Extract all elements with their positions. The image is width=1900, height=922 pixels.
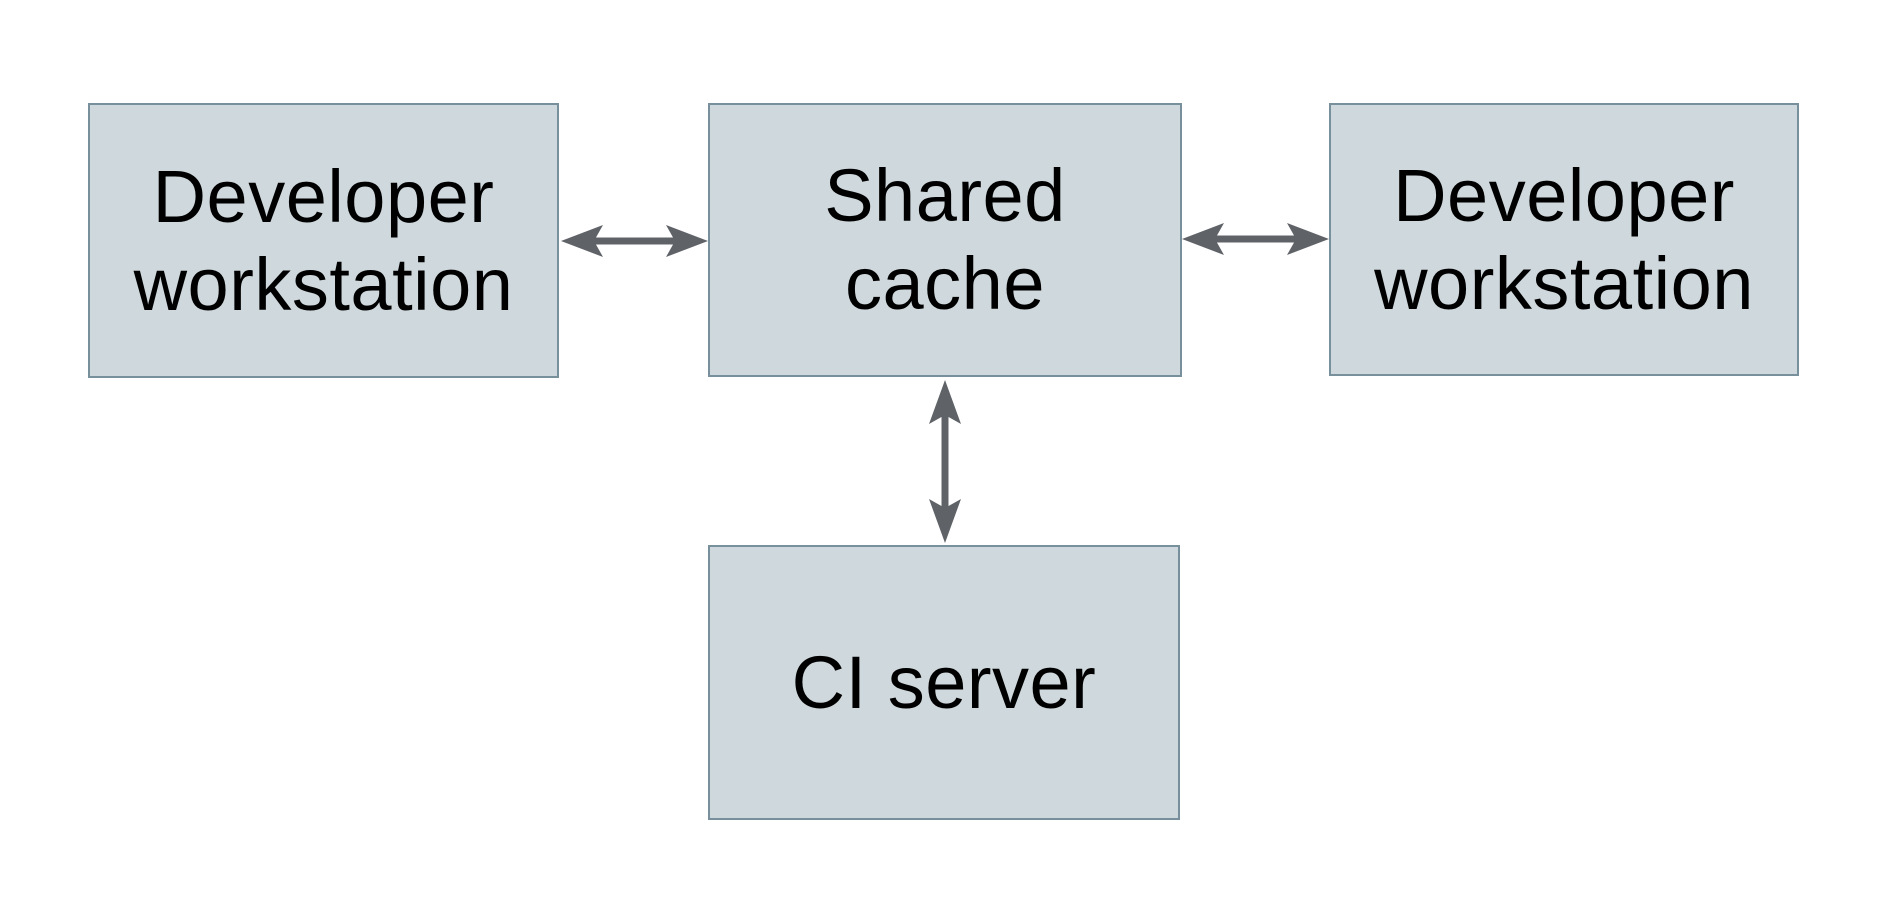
bidirectional-arrow-shared-cache-ci-server xyxy=(929,380,961,543)
node-shared-cache: Shared cache xyxy=(708,103,1182,377)
node-label-line: cache xyxy=(845,242,1045,325)
node-label-line: Developer xyxy=(1393,153,1735,237)
node-label-line: workstation xyxy=(1374,241,1754,325)
bidirectional-arrow-shared-cache-dev-right xyxy=(1182,223,1329,255)
bidirectional-arrow-dev-left-shared-cache xyxy=(561,225,708,257)
node-developer-workstation-left: Developer workstation xyxy=(88,103,559,378)
node-label-line: Shared xyxy=(824,154,1066,237)
node-developer-workstation-right: Developer workstation xyxy=(1329,103,1799,376)
node-label-line: workstation xyxy=(133,242,514,326)
node-ci-server: CI server xyxy=(708,545,1180,820)
node-label-line: Developer xyxy=(152,154,495,238)
node-label-line: CI server xyxy=(791,640,1097,724)
